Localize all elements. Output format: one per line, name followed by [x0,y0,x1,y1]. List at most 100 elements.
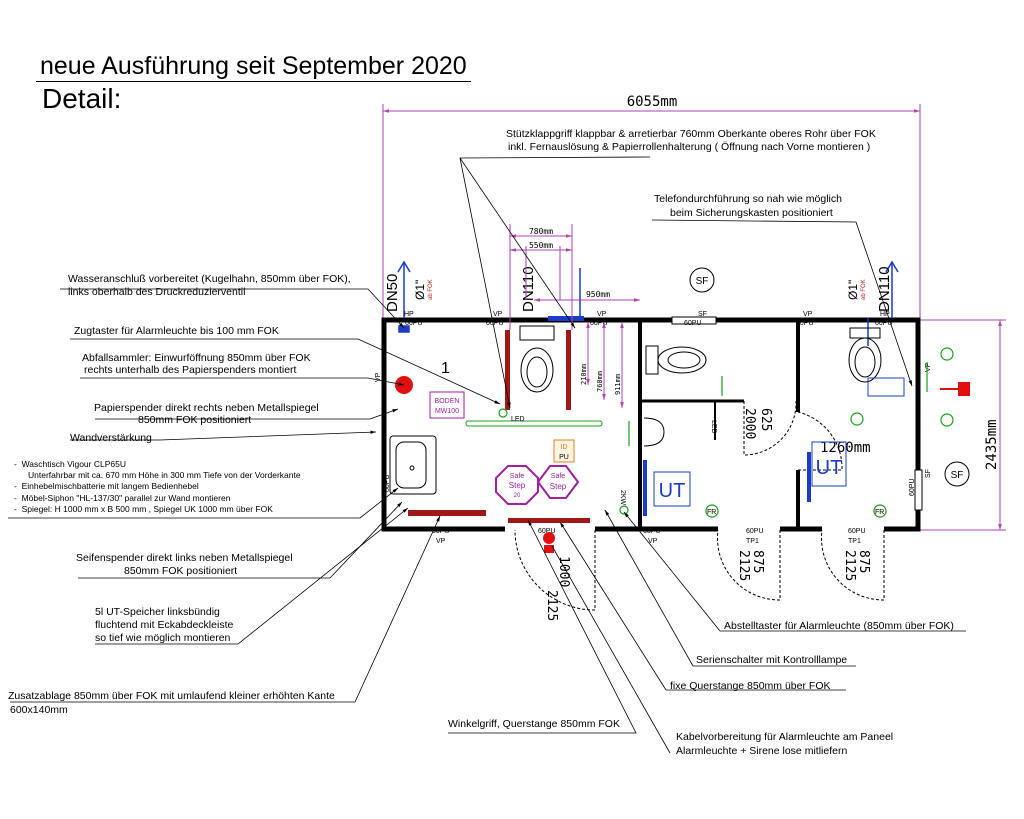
note-telefon-1: Telefondurchführung so nah wie möglich [654,193,842,205]
safe-step-2-line1: Safe [551,473,566,480]
p60-label-5: 60PU [796,320,814,327]
note-kabel-1: Kabelvorbereitung für Alarmleuchte am Pa… [676,731,894,743]
p60-label-left: 60PU [384,474,391,492]
dim-6055-label: 6055mm [627,94,678,110]
dim-875-label-1: 875 [750,550,765,573]
note-waschtisch-3: - Einhebelmischbatterie mit langem Bedie… [14,481,199,491]
fr-label-1: FR [707,509,716,516]
boden-sign: BODEN MW100 [429,391,465,419]
window-markers [671,316,923,511]
hp-label-1: HP [404,311,414,318]
pipe-sub-right: ab FOK [861,279,867,300]
dim-911-label: 911mm [614,374,622,395]
dn110-label-right: DN110 [876,266,893,312]
dim-1000-label: 1000 [556,556,571,587]
toilet-room-3 [848,327,882,383]
sf-circle-top-label: SF [696,276,709,287]
led-label-2: LED [710,420,717,434]
note-waschtisch-5: - Spiegel: H 1000 mm x B 500 mm , Spiege… [14,504,273,514]
note-waschtisch-1: - Waschtisch Vigour CLP65U [14,459,126,469]
vp-label-bottom-2: VP [648,538,658,545]
note-seife-1: Seifenspender direkt links neben Metalls… [76,552,293,564]
ut-label-2: UT [816,457,843,479]
ut-symbols: UT UT [653,441,847,507]
plumbing [397,260,899,516]
note-serienschalter: Serienschalter mit Kontrolllampe [696,654,848,666]
dim-625-label: 625 [758,408,773,431]
horizontal-handrail [465,420,603,427]
grab-bars [408,330,590,523]
note-stuetzklappgriff-2: inkl. Fernauslösung & Papierrollenhalter… [508,141,871,153]
walls [381,317,921,532]
boden-line1: BODEN [435,398,460,405]
p60-label-bottom-1: 60PU [432,528,450,535]
note-seife-2: 850mm FOK positioniert [124,565,238,577]
note-waschtisch-3-text: Einhebelmischbatterie mit langem Bedienh… [21,481,199,491]
note-waschtisch-4-text: Möbel-Siphon "HL-137/30" parallel zur Wa… [21,493,231,503]
dim-2125-label-1: 2125 [544,590,559,621]
door-openings [505,396,884,534]
p60-label-bottom-5: 60PU [848,528,866,535]
note-winkelgriff: Winkelgriff, Querstange 850mm FOK [448,718,620,730]
sf-circle-right: SF [944,461,970,487]
safe-step-1-num: 20 [514,493,521,499]
note-abfall-2: rechts unterhalb des Papierspenders mont… [84,364,297,376]
note-waschtisch-1-text: Waschtisch Vigour CLP65U [21,459,126,469]
note-telefon-2: beim Sicherungskasten positioniert [670,207,833,219]
p60-label-3: 60PU [590,320,608,327]
note-waschtisch-5-text: Spiegel: H 1000 mm x B 500 mm , Spiegel … [21,504,273,514]
led-labels: LED LED FR FR [511,416,884,516]
room-number: 1 [441,360,450,377]
vp-label-3: VP [803,311,813,318]
note-zugtaster: Zugtaster für Alarmleuchte bis 100 mm FO… [74,325,279,337]
p60-label-2: 60PU [486,320,504,327]
p60-label-4: 60PU [684,320,702,327]
toilet-room-2 [645,345,707,375]
pipe-sub-left: ab FOK [428,279,434,300]
hp-label-2: HP [880,311,890,318]
dim-2125-label-3: 2125 [842,550,857,581]
p60-label-right: 60PU [909,478,916,496]
note-abstelltaster: Abstelltaster für Alarmleuchte (850mm üb… [724,620,954,632]
leader-lines [8,156,966,754]
room-box-right [867,377,905,397]
vp-label-right: VP [925,362,932,372]
note-stuetzklappgriff-1: Stützklappgriff klappbar & arretierbar 7… [506,128,876,140]
note-papier-1: Papierspender direkt rechts neben Metall… [94,402,319,414]
note-wasser-1: Wasseranschluß vorbereitet (Kugelhahn, 8… [68,273,351,285]
dim-210-label: 210mm [580,364,588,385]
safe-step-sign-2: Safe Step [536,465,580,499]
note-waschtisch-2: Unterfahrbar mit ca. 670 mm Höhe in 300 … [28,470,301,480]
dn110-label-left: DN110 [520,266,537,312]
vp-label-bottom-1: VP [436,538,446,545]
kw-label: 2KW [619,490,626,506]
dim-875-label-2: 875 [856,550,871,573]
note-zusatzablage-2: 600x140mm [10,704,68,716]
note-ut-speicher-1: 5l UT-Speicher linksbündig [95,606,220,618]
led-label-1: LED [511,416,525,423]
id-line2: PU [559,454,569,461]
dim-760-label: 760mm [596,371,604,392]
wall-labels: HP 60PU VP 60PU VP 60PU SF 60PU VP 60PU … [404,311,893,545]
p60-label-bottom-2: 60PU [538,528,556,535]
p60-label-1: 60PU [405,320,423,327]
urinal-room-2 [643,417,665,447]
note-ut-speicher-2: fluchtend mit Eckabdeckleiste [95,619,234,631]
door-dimensions: 2125 1000 2125 875 2125 875 2000 625 [544,408,871,621]
dimensions-wc [509,224,640,408]
title-underline [36,81,471,82]
dim-1260-label: 1260mm [820,440,871,456]
boden-line2: MW100 [435,408,459,415]
toilet-room-1 [519,325,555,393]
sf-label-right: SF [925,469,932,478]
vp-label-left: VP [375,372,382,382]
dim-950-label: 950mm [586,290,610,299]
id-pu-box: ID PU [553,439,575,463]
note-papier-2: 850mm FOK positioniert [138,414,252,426]
note-wasser-2: links oberhalb des Druckreduzierventil [68,286,246,298]
sf-label-wall: SF [698,311,707,318]
safe-step-2-line2: Step [550,482,567,491]
tp-label-2: TP1 [848,538,861,545]
sink-room-1 [389,435,437,495]
dim-2000-label: 2000 [742,408,757,439]
